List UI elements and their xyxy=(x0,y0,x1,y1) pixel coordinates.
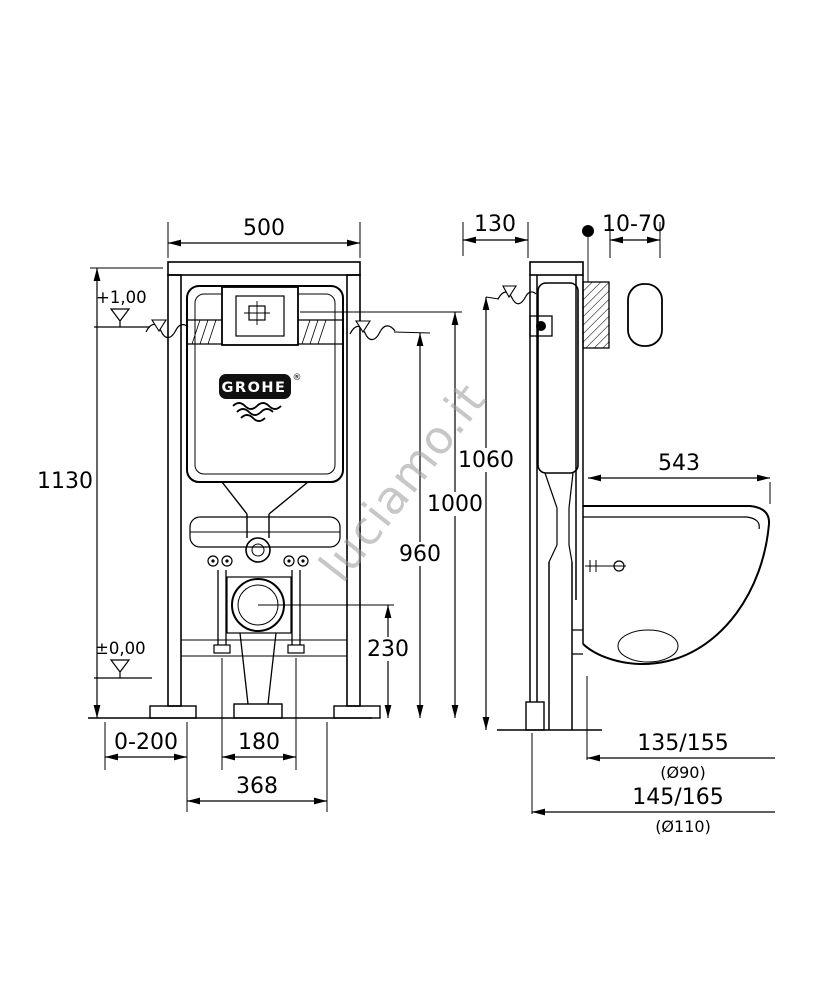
dim-960-label: 960 xyxy=(399,542,441,567)
outlet-support xyxy=(239,632,277,705)
fixing-screw-head xyxy=(613,560,625,572)
water-level-triangle-icon xyxy=(502,285,518,299)
flush-plate-frame xyxy=(221,286,299,346)
dim-1000-label: 1000 xyxy=(427,492,483,517)
actuator-plate-profile xyxy=(627,283,663,347)
inlet-fitting-dot xyxy=(536,321,546,331)
frame-left-rail xyxy=(167,274,182,707)
water-inlet-fitting xyxy=(529,315,553,337)
wall-section-hatch xyxy=(582,281,610,349)
reference-line-1060 xyxy=(485,296,500,300)
level-triangle-icon xyxy=(94,659,152,679)
side-funnel xyxy=(544,472,574,545)
bowl-seat-line xyxy=(583,516,760,530)
side-outlet-connector xyxy=(572,629,583,655)
side-top-bar xyxy=(529,261,584,276)
reference-dot xyxy=(582,225,594,237)
level-markers: +1,00 ±0,00 xyxy=(94,288,396,679)
outlet-110-label: 145/165 xyxy=(632,785,723,810)
water-level-triangle-icon xyxy=(150,319,168,333)
side-view-bowl xyxy=(497,505,771,731)
flush-plate-crosshair xyxy=(244,301,270,325)
stud-cap-right xyxy=(287,644,305,654)
outlet-support-foot xyxy=(233,703,283,719)
mounting-studs xyxy=(217,570,301,645)
water-wave-icon xyxy=(236,408,274,416)
front-view-frame xyxy=(88,261,381,719)
break-squiggle-side xyxy=(497,291,537,305)
flush-bend xyxy=(245,537,271,563)
dim-180-label: 180 xyxy=(238,730,280,755)
frame-top-bar xyxy=(167,261,361,276)
break-squiggle-left xyxy=(145,323,189,339)
dim-10-70-label: 10-70 xyxy=(602,212,666,237)
support-hatching xyxy=(191,319,327,345)
front-view-lower-bracket xyxy=(181,516,394,719)
frame-right-foot xyxy=(333,705,381,719)
flush-bend-inner xyxy=(251,543,265,557)
label-mask xyxy=(429,492,481,516)
bowl-outlet-ellipse xyxy=(617,629,679,663)
stud-cap-left xyxy=(213,644,231,654)
plate-support-rails xyxy=(187,319,343,345)
level-zero-label: ±0,00 xyxy=(95,639,146,658)
label-mask xyxy=(365,637,411,661)
flush-plate-opening xyxy=(235,295,285,337)
logo-brand-text: GROHE xyxy=(222,380,287,396)
side-view-frame xyxy=(497,225,663,731)
frame-left-foot xyxy=(149,705,197,719)
water-level-triangle-icon xyxy=(354,320,372,334)
dim-368-label: 368 xyxy=(236,774,278,799)
logo-block xyxy=(219,374,291,399)
fastener-icons xyxy=(207,555,309,567)
dim-500-label: 500 xyxy=(243,216,285,241)
dimension-labels: 500 1130 960 1000 230 0-200 180 368 130 … xyxy=(37,212,729,836)
side-view-dimensions xyxy=(462,222,775,816)
outlet-90-label: 135/155 xyxy=(637,731,728,756)
dim-1130-label: 1130 xyxy=(37,469,93,494)
outlet-110-diameter-label: (Ø110) xyxy=(655,817,711,836)
water-wave-icon xyxy=(240,414,266,422)
logo-registered-mark: ® xyxy=(293,373,302,383)
label-mask xyxy=(460,448,512,472)
side-flare xyxy=(548,544,573,563)
fixing-screw xyxy=(585,560,626,572)
cross-member xyxy=(181,639,347,657)
water-wave-icon xyxy=(232,402,282,410)
break-squiggle-right xyxy=(349,325,396,341)
dim-230-label: 230 xyxy=(367,637,409,662)
side-foot xyxy=(525,701,545,731)
bowl-underside xyxy=(582,523,770,665)
front-view-cistern xyxy=(186,285,344,563)
flush-funnel xyxy=(221,481,309,538)
level-plus-label: +1,00 xyxy=(96,288,147,307)
level-triangle-icon xyxy=(94,308,150,328)
dim-130-label: 130 xyxy=(474,212,516,237)
reference-line-960 xyxy=(393,331,431,334)
extension-lines-bottom xyxy=(104,658,328,812)
frame-right-rail xyxy=(346,274,361,707)
bowl-top-line xyxy=(583,505,771,525)
grohe-logo: GROHE ® xyxy=(219,373,302,422)
side-back-rail xyxy=(529,275,538,702)
outlet-90-diameter-label: (Ø90) xyxy=(660,763,705,782)
dim-0-200-label: 0-200 xyxy=(114,730,178,755)
dim-1060-label: 1060 xyxy=(458,448,514,473)
side-front-face xyxy=(575,275,584,600)
dim-543-label: 543 xyxy=(658,451,700,476)
cistern-outline xyxy=(186,285,344,483)
label-mask xyxy=(397,542,443,566)
side-drain-pipe xyxy=(548,562,573,730)
side-cistern-profile xyxy=(537,282,579,474)
